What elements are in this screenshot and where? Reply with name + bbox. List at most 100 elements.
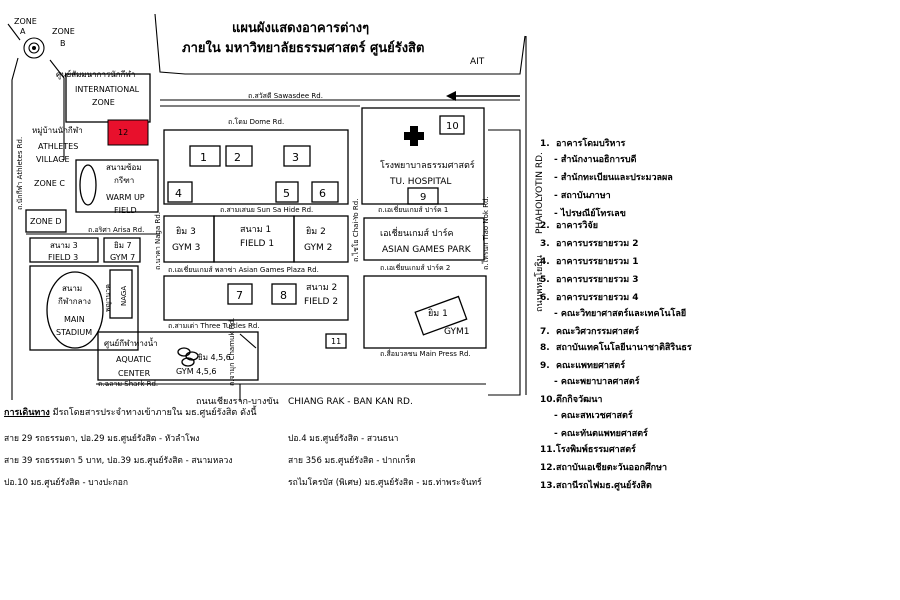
field-1-th: สนาม 1 <box>240 225 271 235</box>
aquatic-en-2: CENTER <box>118 369 151 378</box>
building-2 <box>225 145 253 167</box>
legend-item-number: 5. <box>540 275 550 285</box>
building-11-label: 11 <box>331 337 341 346</box>
field-3-en: FIELD 3 <box>48 253 78 262</box>
legend-item-number: 3. <box>540 239 550 249</box>
main-stadium-area <box>29 265 139 351</box>
naga-en: NAGA <box>120 286 128 306</box>
legend-item-text: - ไปรษณีย์โทรเลข <box>554 209 626 219</box>
legend-item: - คณะพยาบาลศาสตร์ <box>554 374 640 388</box>
building-5 <box>275 181 299 203</box>
legend-item-number: 6. <box>540 293 550 303</box>
tu-hospital-th: โรงพยาบาลธรรมศาสตร์ <box>380 159 475 171</box>
zone-b-label-2: B <box>60 39 66 48</box>
building-block-south <box>163 275 349 321</box>
transit-route: สาย 356 มธ.ศูนย์รังสิต - ปากเกร็ด <box>288 456 416 466</box>
aquatic-th: ศูนย์กีฬาทางน้ำ <box>104 337 158 349</box>
transit-route: สาย 39 รถธรรมดา 5 บาท, ปอ.39 มธ.ศูนย์รัง… <box>4 456 233 466</box>
ait-label: AIT <box>470 57 485 67</box>
field-2-th: สนาม 2 <box>306 283 337 293</box>
three-turtles-road: ถ.สามเต่า Three Turtles Rd. <box>168 322 260 330</box>
pool-1 <box>177 347 191 357</box>
building-4-label: 4 <box>175 187 182 200</box>
legend-item: 1.อาคารโดมบริหาร <box>540 136 625 150</box>
asian-games-park-1-road: ถ.เอเชี่ยนเกมส์ ปาร์ค 1 <box>378 205 448 214</box>
tu-hospital-area <box>361 107 485 205</box>
naga-building <box>109 269 133 319</box>
building-6 <box>311 181 339 203</box>
building-10-label: 10 <box>446 121 459 132</box>
hospital-cross-icon <box>404 126 424 146</box>
gym-1-building <box>414 295 468 336</box>
building-1 <box>189 145 221 167</box>
legend-item: 13.สถานีรถไฟมธ.ศูนย์รังสิต <box>540 478 652 492</box>
chiangrak-en: CHIANG RAK - BAN KAN RD. <box>288 397 413 407</box>
gym-3-area <box>163 215 215 263</box>
zone-d-label: ZONE D <box>30 217 62 226</box>
asian-games-park-en: ASIAN GAMES PARK <box>382 245 472 255</box>
highlighted-building-12-label: 12 <box>118 128 128 137</box>
legend-item: 8.สถาบันเทคโนโลยีนานาชาติสิรินธร <box>540 340 692 354</box>
legend-item: 3.อาคารบรรยายรวม 2 <box>540 236 639 250</box>
asian-games-park-2-road: ถ.เอเชี่ยนเกมส์ ปาร์ค 2 <box>380 263 450 272</box>
arisa-road-label: ถ.อริศา Arisa Rd. <box>88 226 144 234</box>
legend-item-text: สถาบันเอเชียตะวันออกศึกษา <box>556 463 668 473</box>
building-1-label: 1 <box>200 151 207 164</box>
legend-item-number: 12. <box>540 463 556 473</box>
asian-games-park-area <box>363 217 485 261</box>
main-stadium <box>46 271 104 349</box>
legend-item-text: - สำนักงานอธิการบดี <box>554 155 637 165</box>
pool-2 <box>185 351 199 361</box>
building-9 <box>407 187 439 205</box>
legend-item-number: 1. <box>540 139 550 149</box>
legend-item: 9.คณะแพทยศาสตร์ <box>540 358 625 372</box>
building-7 <box>227 283 253 305</box>
athletes-village-en-1: ATHLETES <box>38 142 78 151</box>
gym-7-th: ยิม 7 <box>114 241 132 250</box>
building-9-label: 9 <box>420 192 426 203</box>
building-4 <box>167 181 193 203</box>
gym-456-th: ยิม 4,5,6 <box>198 353 231 362</box>
warm-up-field-area <box>75 159 159 213</box>
legend-item-text: สถานีรถไฟมธ.ศูนย์รังสิต <box>556 481 652 491</box>
gym-1-en: GYM1 <box>444 327 470 337</box>
building-11 <box>325 333 347 349</box>
field-2-en: FIELD 2 <box>304 297 338 307</box>
phaholyotin-en: PHAHOLYOTIN RD. <box>535 152 545 234</box>
international-zone-en-1: INTERNATIONAL <box>75 85 140 94</box>
legend-item-number: 13. <box>540 481 556 491</box>
naga-th: พญานาค <box>104 284 112 312</box>
main-press-road: ถ.สื่อมวลชน Main Press Rd. <box>380 349 471 358</box>
sunsahide-road-label: ถ.สามเสนย Sun Sa Hide Rd. <box>220 206 313 214</box>
transit-route: สาย 29 รถธรรมดา, ปอ.29 มธ.ศูนย์รังสิต - … <box>4 434 200 444</box>
transit-route: ปอ.10 มธ.ศูนย์รังสิต - บางปะกอก <box>4 478 128 488</box>
zone-c-label: ZONE C <box>34 179 65 188</box>
legend-item: - สำนักงานอธิการบดี <box>554 152 636 166</box>
legend-item: - ไปรษณีย์โทรเลข <box>554 206 626 220</box>
field-3-th: สนาม 3 <box>50 241 78 250</box>
warm-up-field-track <box>79 164 97 206</box>
field-1-en: FIELD 1 <box>240 239 274 249</box>
legend-item: - คณะทันตแพทยศาสตร์ <box>554 426 648 440</box>
sawasdee-road-label: ถ.สวัสดี Sawasdee Rd. <box>248 92 323 100</box>
gym-3-en: GYM 3 <box>172 243 200 253</box>
building-5-label: 5 <box>283 187 290 200</box>
building-2-label: 2 <box>234 151 241 164</box>
gym-1-th: ยิม 1 <box>428 308 448 319</box>
main-stadium-th-2: กีฬากลาง <box>58 297 91 306</box>
gym-7 <box>103 237 141 263</box>
building-3-label: 3 <box>292 151 299 164</box>
zone-d-area <box>25 209 67 233</box>
transit-info: การเดินทาง มีรถโดยสารประจำทางเข้าภายใน ม… <box>0 405 540 525</box>
legend-item-number: 7. <box>540 327 550 337</box>
tu-hospital-en: TU. HOSPITAL <box>389 177 451 187</box>
building-6-label: 6 <box>319 187 326 200</box>
zone-a-label-2: A <box>20 27 26 36</box>
warm-up-en-2: FIELD <box>114 206 137 215</box>
tiaonok-road-label: ถ.ไทรนก Tiao Nok Rd. <box>481 196 490 270</box>
transit-heading: การเดินทาง มีรถโดยสารประจำทางเข้าภายใน ม… <box>4 405 257 419</box>
gym-3-th: ยิม 3 <box>176 226 196 237</box>
legend-item-number: 2. <box>540 221 550 231</box>
chiangrak-th: ถนนเชียงราก-บางขัน <box>196 396 279 407</box>
